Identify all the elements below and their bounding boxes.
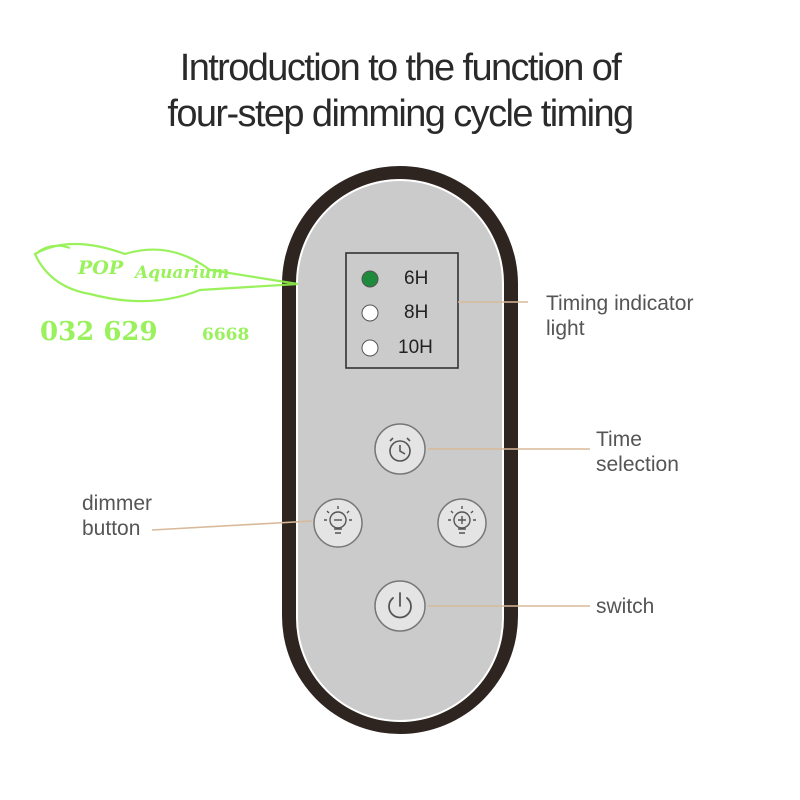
indicator-label-10h: 10H — [398, 337, 433, 358]
bulb-minus-icon — [324, 506, 352, 534]
bulb-plus-icon — [448, 506, 476, 534]
watermark-logo: POP Aquarium 032 629 6668 — [33, 242, 299, 347]
callout-timing-line-2: light — [546, 317, 585, 340]
dim-up-button[interactable] — [437, 498, 487, 548]
callout-time-line-1: Time — [596, 428, 642, 451]
indicator-led-8h — [361, 304, 379, 322]
callout-switch: switch — [596, 595, 655, 618]
callout-dimmer-line-1: dimmer — [82, 492, 153, 515]
timer-button[interactable] — [374, 423, 426, 475]
power-icon — [388, 592, 412, 619]
indicator-led-6h — [361, 270, 379, 288]
indicator-label-8h: 8H — [404, 302, 429, 323]
svg-text:POP: POP — [77, 257, 124, 279]
leader-dimmer — [151, 520, 313, 531]
power-button[interactable] — [374, 580, 426, 632]
dim-down-button[interactable] — [313, 498, 363, 548]
svg-text:6668: 6668 — [202, 325, 249, 345]
svg-text:032 629: 032 629 — [40, 317, 158, 347]
callout-time-line-2: selection — [596, 453, 679, 476]
callout-timing-line-1: Timing indicator — [546, 292, 694, 315]
page-title-line-2: four-step dimming cycle timing — [167, 93, 634, 135]
indicator-label-6h: 6H — [404, 268, 429, 289]
svg-text:Aquarium: Aquarium — [133, 263, 229, 283]
page-title-line-1: Introduction to the function of — [179, 47, 622, 89]
callout-dimmer-line-2: button — [82, 517, 141, 540]
alarm-clock-icon — [389, 437, 411, 462]
indicator-led-10h — [361, 339, 379, 357]
